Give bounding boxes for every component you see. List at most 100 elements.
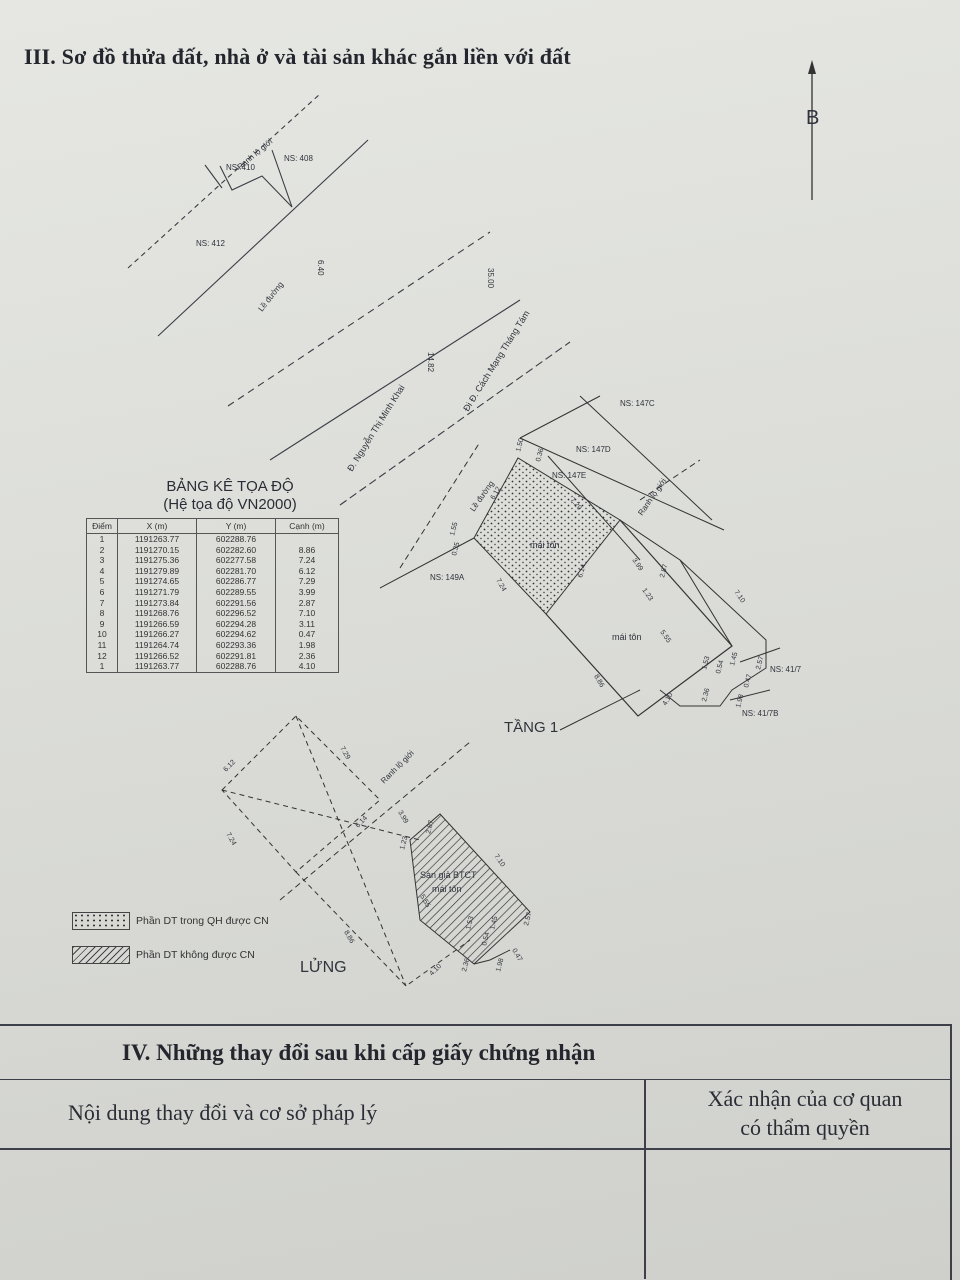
mz-dim-145: 1.45 bbox=[489, 915, 499, 930]
row-edge: 4.10 bbox=[275, 661, 339, 673]
mz-roof-label: mái tôn bbox=[432, 884, 462, 894]
row-edge: 2.36 bbox=[275, 650, 339, 662]
confirmation-header-line1: Xác nhận của cơ quan bbox=[707, 1086, 903, 1111]
row-y: 602296.52 bbox=[196, 608, 276, 619]
dim-287: 2.87 bbox=[659, 563, 669, 578]
coord-table-header-row: Điểm X (m) Y (m) Cạnh (m) bbox=[86, 518, 339, 534]
dim-145: 1.45 bbox=[729, 651, 739, 666]
row-point: 9 bbox=[86, 618, 118, 630]
ns-412-label: NS: 412 bbox=[196, 239, 225, 248]
lot-mezzanine bbox=[221, 715, 531, 987]
roof-label-1: mái tôn bbox=[530, 540, 560, 550]
legend-item-hatched: Phần DT không được CN bbox=[72, 946, 255, 964]
row-x: 1191266.27 bbox=[117, 629, 197, 640]
row-edge: 2.87 bbox=[275, 597, 339, 609]
row-point: 10 bbox=[86, 629, 118, 640]
row-y: 602277.58 bbox=[196, 555, 276, 566]
row-point: 7 bbox=[86, 597, 118, 609]
dim-155: 1.55 bbox=[449, 521, 459, 536]
dim-410: 4.10 bbox=[662, 692, 675, 707]
header-point: Điểm bbox=[86, 518, 118, 534]
row-point: 5 bbox=[86, 576, 118, 587]
mz-dim-399: 3.99 bbox=[396, 810, 409, 825]
row-x: 1191271.79 bbox=[117, 586, 197, 598]
section3-title: III. Sơ đồ thửa đất, nhà ở và tài sản kh… bbox=[24, 44, 571, 69]
mz-dim-257: 2.57 bbox=[523, 911, 533, 926]
ns-147e-label: NS: 147E bbox=[552, 471, 586, 480]
row-edge: 3.99 bbox=[275, 586, 339, 598]
dim-724: 7.24 bbox=[494, 578, 507, 593]
row-x: 1191275.36 bbox=[117, 555, 197, 566]
column-divider bbox=[644, 1079, 646, 1279]
section4-title: IV. Những thay đổi sau khi cấp giấy chứn… bbox=[122, 1040, 596, 1065]
row-x: 1191263.77 bbox=[117, 533, 197, 545]
confirmation-header-line2: có thẩm quyền bbox=[740, 1115, 870, 1140]
row-x: 1191270.15 bbox=[117, 544, 197, 556]
changes-column-header: Nội dung thay đổi và cơ sở pháp lý bbox=[68, 1100, 378, 1125]
row-x: 1191268.76 bbox=[117, 608, 197, 619]
legend-text-2: Phần DT không được CN bbox=[136, 949, 255, 961]
mz-dim-236: 2.36 bbox=[461, 957, 471, 972]
dim-614: 6.14 bbox=[577, 563, 587, 578]
ns-41-7-label: NS: 41/7 bbox=[770, 665, 802, 674]
le-duong-top: Lề đường bbox=[256, 280, 285, 313]
row-point: 1 bbox=[86, 661, 118, 673]
road-lines bbox=[127, 93, 571, 506]
row-point: 8 bbox=[86, 608, 118, 619]
row-y: 602294.28 bbox=[196, 618, 276, 630]
dim-257: 2.57 bbox=[755, 655, 765, 670]
row-edge bbox=[275, 533, 339, 545]
row-x: 1191266.52 bbox=[117, 650, 197, 662]
row-edge: 0.47 bbox=[275, 629, 339, 640]
lung-label: LỬNG bbox=[300, 957, 347, 976]
row-x: 1191273.84 bbox=[117, 597, 197, 609]
road-name-nguyen-thi-minh-khai: Đ. Nguyễn Thị Minh Khai bbox=[345, 383, 406, 473]
dim-047: 0.47 bbox=[743, 673, 753, 688]
dim-198: 1.98 bbox=[735, 693, 745, 708]
row-y: 602288.76 bbox=[196, 661, 276, 673]
header-x: X (m) bbox=[117, 518, 197, 534]
row-point: 12 bbox=[86, 650, 118, 662]
right-border bbox=[950, 1024, 952, 1280]
coord-table-title-line2: (Hệ tọa độ VN2000) bbox=[163, 496, 297, 513]
mz-ranh-lo-gioi: Ranh lộ giới bbox=[379, 748, 416, 785]
dim-035: 0.35 bbox=[451, 541, 461, 556]
row-y: 602286.77 bbox=[196, 576, 276, 587]
tang-1-label: TẦNG 1 bbox=[504, 719, 558, 736]
dim-555: 5.55 bbox=[658, 629, 672, 644]
header-y: Y (m) bbox=[196, 518, 276, 534]
row-x: 1191263.77 bbox=[117, 661, 197, 673]
row-y: 602282.60 bbox=[196, 544, 276, 556]
ns-147c-label: NS: 147C bbox=[620, 399, 655, 408]
row-edge: 1.98 bbox=[275, 639, 339, 651]
row-edge: 8.86 bbox=[275, 544, 339, 556]
legend-text-1: Phần DT trong QH được CN bbox=[136, 915, 269, 927]
mz-dim-710: 7.10 bbox=[492, 853, 506, 868]
coord-table-title-line1: BẢNG KÊ TỌA ĐỘ bbox=[166, 478, 294, 495]
road-name-cach-mang: Đi Đ. Cách Mạng Tháng Tám bbox=[461, 309, 531, 413]
row-y: 602288.76 bbox=[196, 533, 276, 545]
row-x: 1191279.89 bbox=[117, 565, 197, 577]
row-edge: 7.10 bbox=[275, 608, 339, 619]
ns-147d-label: NS: 147D bbox=[576, 445, 611, 454]
header-row-divider bbox=[0, 1148, 950, 1150]
north-label: B bbox=[806, 107, 819, 129]
row-y: 602291.81 bbox=[196, 650, 276, 662]
row-x: 1191264.74 bbox=[117, 639, 197, 651]
dim-1482: 14.82 bbox=[426, 352, 435, 373]
mz-dim-123: 1.23 bbox=[399, 835, 409, 850]
ns-41-7b-label: NS: 41/7B bbox=[742, 709, 778, 718]
dim-153: 1.53 bbox=[701, 655, 711, 670]
north-arrow-icon: B bbox=[806, 60, 819, 200]
section4-table: IV. Những thay đổi sau khi cấp giấy chứn… bbox=[0, 1024, 960, 1280]
san-gia-btct-label: Sàn giả BTCT bbox=[420, 870, 477, 880]
